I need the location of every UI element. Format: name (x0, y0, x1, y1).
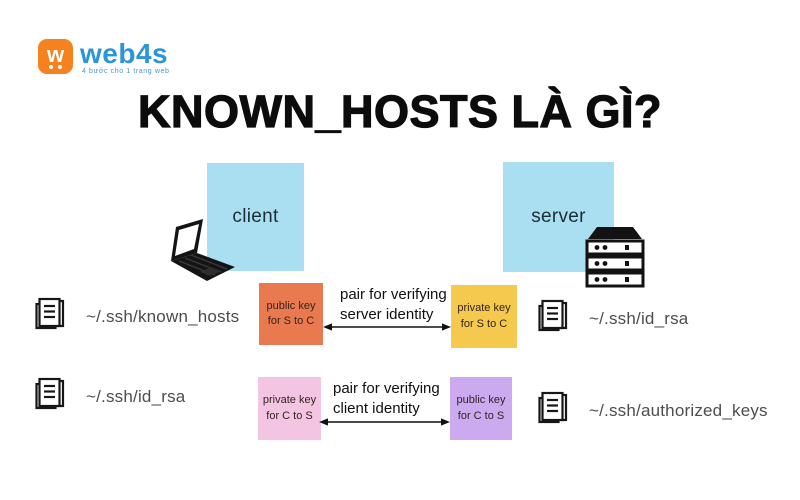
file-row-known-hosts: ~/.ssh/known_hosts (33, 296, 239, 337)
key-label: for S to C (267, 315, 315, 327)
server-pair-label: pair for verifying server identity (340, 285, 447, 325)
file-path-label: ~/.ssh/id_rsa (86, 386, 186, 406)
pair-text-line: client identity (333, 400, 420, 417)
pair-text-line: server identity (340, 306, 434, 323)
private-key-s-to-c-box: private key for S to C (451, 285, 517, 348)
logo-letter: w (46, 41, 65, 67)
server-rack-icon (580, 226, 650, 295)
server-label: server (531, 206, 586, 227)
key-label: private key (457, 302, 511, 315)
documents-icon (33, 376, 69, 417)
client-label: client (232, 206, 279, 227)
key-label: public key (456, 394, 506, 407)
public-key-c-to-s-box: public key for C to S (450, 377, 512, 440)
server-node-box: server (503, 162, 614, 272)
file-path-label: ~/.ssh/authorized_keys (589, 400, 768, 420)
private-key-c-to-s-box: private key for C to S (258, 377, 321, 440)
file-path-label: ~/.ssh/known_hosts (86, 306, 240, 326)
laptop-icon (158, 217, 240, 290)
page-title: KNOWN_HOSTS LÀ GÌ? (137, 85, 662, 137)
documents-icon (536, 298, 572, 339)
server-pair-arrow (323, 320, 451, 338)
client-pair-arrow (319, 415, 450, 433)
brand-name: web4s (80, 38, 169, 69)
key-label: public key (266, 299, 316, 312)
file-row-server-id-rsa: ~/.ssh/id_rsa (536, 298, 688, 339)
pair-text-line: pair for verifying (340, 286, 447, 303)
key-label: for C to S (266, 409, 313, 422)
file-row-authorized-keys: ~/.ssh/authorized_keys (536, 390, 768, 431)
file-path-label: ~/.ssh/id_rsa (589, 308, 689, 328)
key-label: private key (262, 394, 317, 407)
client-pair-label: pair for verifying client identity (333, 379, 440, 419)
brand-tagline: 4 bước cho 1 trang web (82, 68, 170, 75)
cart-wheel-dots-icon (49, 65, 53, 69)
public-key-s-to-c-box: public key for S to C (259, 283, 323, 345)
documents-icon (33, 296, 69, 337)
file-row-client-id-rsa: ~/.ssh/id_rsa (33, 376, 185, 417)
web4s-logo-icon: w (38, 39, 73, 74)
client-node-box: client (207, 163, 304, 271)
documents-icon (536, 390, 572, 431)
key-label: for S to C (460, 317, 508, 330)
key-label: for C to S (457, 409, 505, 422)
pair-text-line: pair for verifying (333, 380, 440, 397)
